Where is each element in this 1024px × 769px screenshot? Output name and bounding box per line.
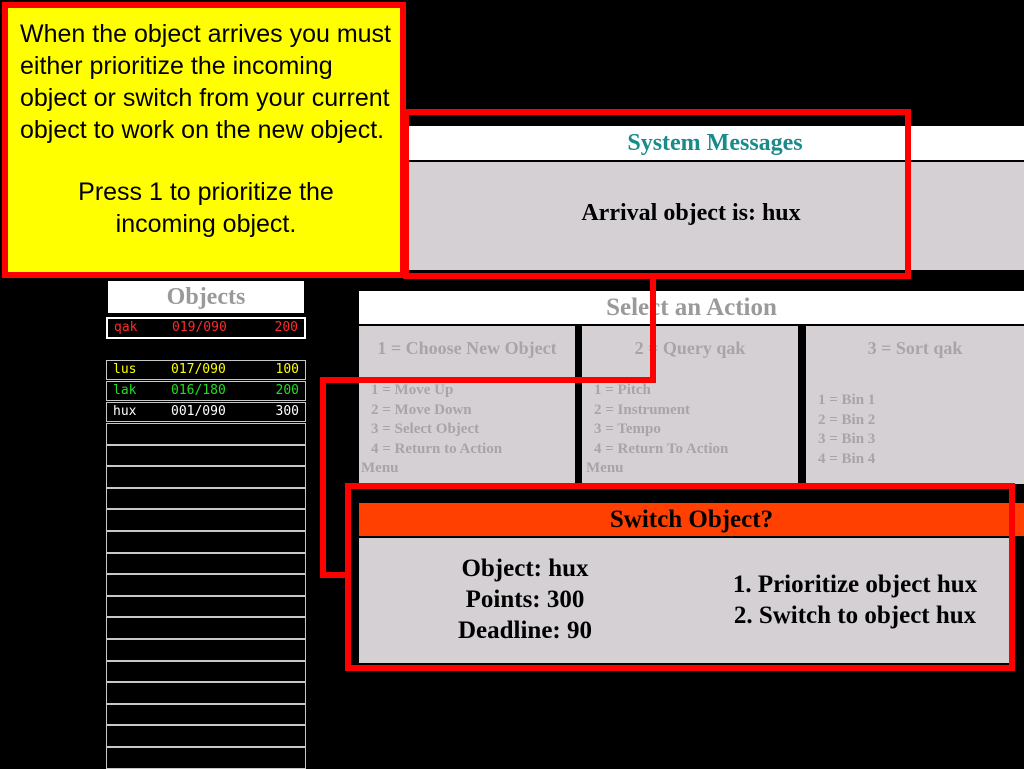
callout-prompt: Press 1 to prioritize the incoming objec… [78,178,334,238]
switch-dialog-highlight [345,483,1015,671]
object-name: lus [113,362,137,377]
queue-object-row[interactable]: hux 001/090 300 [106,402,306,422]
queue-object-row[interactable]: lus 017/090 100 [106,360,306,380]
switch-object-options: 1. Prioritize object hux 2. Switch to ob… [700,569,1010,631]
objects-panel-title: Objects [108,281,304,313]
switch-object-points: Points: 300 [465,586,585,613]
empty-object-slot [106,509,306,531]
switch-object-name: Object: hux [461,555,589,582]
connector-line [320,377,656,383]
switch-object-info: Object: hux Points: 300 Deadline: 90 [430,553,620,646]
action-option: 1 = Pitch [594,382,651,398]
empty-object-slot [106,660,306,683]
action-option: 1 = Move Up [371,382,454,398]
empty-object-slot [106,531,306,553]
connector-line [320,377,326,578]
object-name: qak [114,320,138,335]
switch-object-dialog [359,538,1009,663]
action-option: 3 = Bin 3 [818,431,876,447]
action-column-choose-object[interactable]: 1 = Choose New Object 1 = Move Up 2 = Mo… [359,326,575,484]
system-messages-title: System Messages [406,126,1024,160]
empty-object-slot [106,747,306,769]
switch-object-dialog-title: Switch Object? [359,503,1024,536]
empty-object-slot [106,703,306,726]
object-points: 100 [275,362,299,377]
empty-object-slot [106,595,306,618]
empty-object-slot [106,487,306,510]
empty-object-slot [106,423,306,445]
action-option: 2 = Move Down [371,401,472,418]
queue-object-row[interactable]: lak 016/180 200 [106,381,306,401]
action-column-query[interactable]: 2 = Query qak 1 = Pitch 2 = Instrument 3… [582,326,798,484]
current-object-row[interactable]: qak 019/090 200 [106,317,306,339]
action-option: 1 = Bin 1 [818,392,876,408]
tutorial-callout: When the object arrives you must either … [2,2,406,278]
action-option: 2 = Instrument [594,401,691,418]
object-progress: 016/180 [171,383,226,398]
object-points: 200 [274,320,298,335]
switch-object-deadline: Deadline: 90 [457,617,593,644]
object-progress: 017/090 [171,362,226,377]
object-name: hux [113,404,137,419]
system-messages-highlight [403,109,911,279]
action-column-header: 2 = Query qak [634,338,746,358]
connector-line [320,572,350,578]
empty-object-slot [106,639,306,661]
object-name: lak [113,383,137,398]
object-progress: 001/090 [171,404,226,419]
empty-object-slot [106,682,306,704]
action-column-sort[interactable]: 3 = Sort qak 1 = Bin 1 2 = Bin 2 3 = Bin… [806,326,1024,484]
action-option: 4 = Return to Action [371,440,503,457]
action-option-wrap: Menu [361,460,399,476]
connector-line [650,277,656,383]
empty-object-slot [106,617,306,639]
action-option: 4 = Return To Action [594,440,729,457]
empty-object-slot [106,466,306,488]
action-option: 2 = Bin 2 [818,411,876,428]
arrival-message: Arrival object is: hux [581,200,801,226]
object-points: 200 [275,383,299,398]
empty-object-slot [106,444,306,467]
action-column-header: 1 = Choose New Object [377,338,557,358]
empty-object-slot [106,574,306,596]
empty-object-slot [106,725,306,747]
switch-object-option[interactable]: 2. Switch to object hux [733,602,977,629]
action-option: 4 = Bin 4 [818,450,876,467]
object-progress: 019/090 [172,320,227,335]
action-option: 3 = Select Object [371,421,480,437]
prioritize-object-option[interactable]: 1. Prioritize object hux [732,571,978,598]
callout-instruction: When the object arrives you must either … [20,20,391,144]
empty-object-slot [106,552,306,575]
select-action-title: Select an Action [359,291,1024,324]
action-column-header: 3 = Sort qak [867,338,963,358]
action-option: 3 = Tempo [594,421,661,437]
action-option-wrap: Menu [586,460,624,476]
object-points: 300 [275,404,299,419]
system-messages-panel [406,162,1024,270]
